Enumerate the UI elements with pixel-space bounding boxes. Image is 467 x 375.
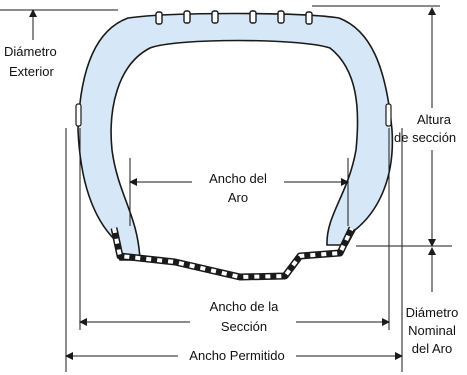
nominal-rim-diameter-label-line3: del Aro xyxy=(412,341,452,356)
section-height-label-line1: Altura xyxy=(417,112,452,127)
dimension-lines xyxy=(0,5,452,372)
outer-diameter-label-line2: Exterior xyxy=(9,64,54,79)
rim-width-label-line1: Ancho del xyxy=(209,171,267,186)
nominal-rim-diameter-label-line1: Diámetro xyxy=(406,305,459,320)
tread-grooves xyxy=(155,10,313,25)
tire-body xyxy=(77,12,394,261)
allowed-width-label: Ancho Permitido xyxy=(189,348,284,363)
tire-cross-section xyxy=(75,10,394,261)
labels: Diámetro Exterior Altura de sección Anch… xyxy=(4,44,458,363)
outer-diameter-label-line1: Diámetro xyxy=(4,44,57,59)
section-width-label-line1: Ancho de la xyxy=(210,299,279,314)
section-width-label-line2: Sección xyxy=(221,319,267,334)
rim-width-label-line2: Aro xyxy=(228,190,248,205)
section-height-label-line2: de sección xyxy=(394,130,456,145)
right-sidewall-rib xyxy=(385,103,392,127)
rim xyxy=(110,226,356,281)
nominal-rim-diameter-label-line2: Nominal xyxy=(408,323,456,338)
left-sidewall-rib xyxy=(75,103,82,127)
